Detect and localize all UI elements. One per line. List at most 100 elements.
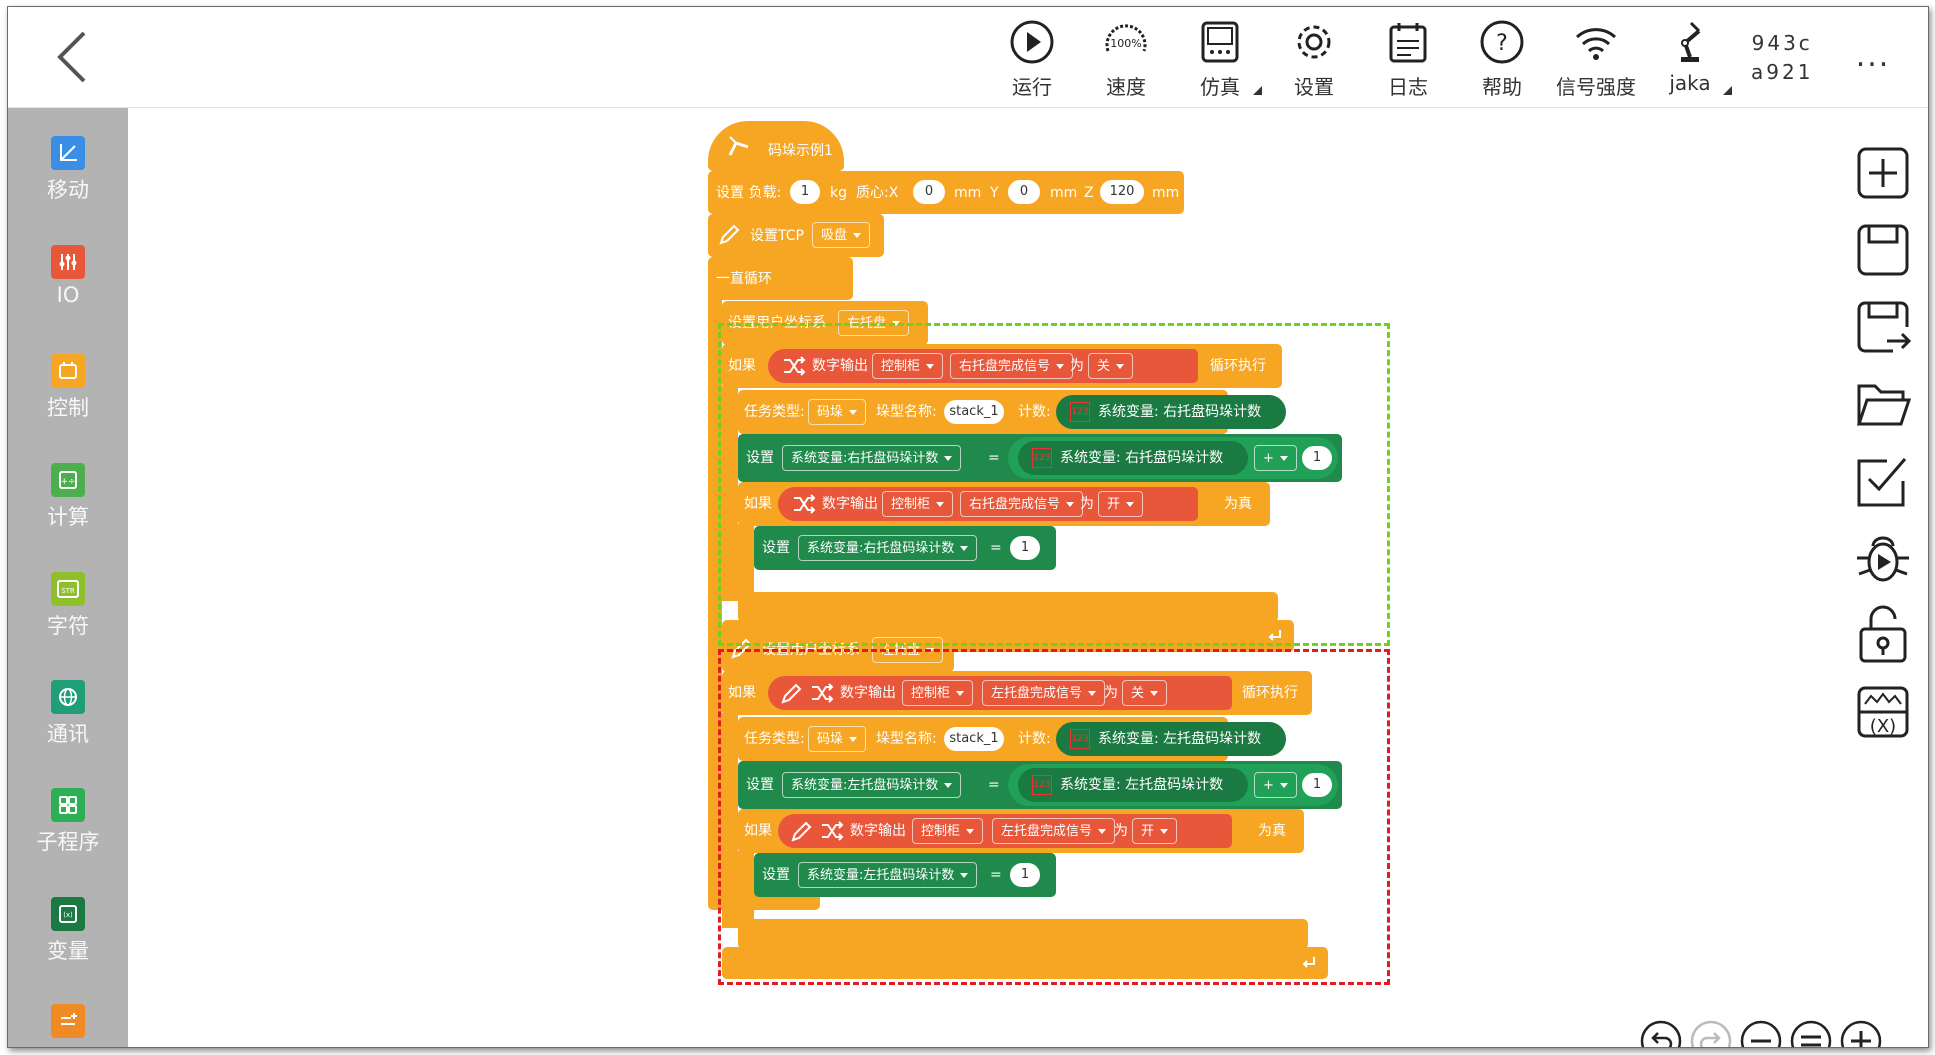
state-dropdown[interactable]: 关 bbox=[1122, 680, 1168, 706]
variable-monitor-icon[interactable]: (X) bbox=[1853, 682, 1913, 742]
variable-dropdown[interactable]: 系统变量:右托盘码垛计数 bbox=[798, 535, 978, 561]
sidebar-item-subprogram[interactable]: 子程序 bbox=[8, 788, 128, 888]
sidebar-item-string[interactable]: STR 字符 bbox=[8, 572, 128, 672]
increment-value-input[interactable]: 1 bbox=[1302, 773, 1332, 797]
sidebar-item-more[interactable] bbox=[8, 1004, 128, 1044]
set-variable-reset-left[interactable]: 设置 系统变量:左托盘码垛计数 = 1 bbox=[754, 853, 1056, 897]
increment-value-input[interactable]: 1 bbox=[1302, 446, 1332, 470]
set-payload-block[interactable]: 设置 负载: 1 kg 质心:X 0 mm Y 0 mm Z 120 mm bbox=[708, 171, 1184, 214]
task-type-dropdown[interactable]: 码垛 bbox=[808, 399, 867, 425]
cabinet-dropdown[interactable]: 控制柜 bbox=[872, 353, 944, 379]
if-block-left[interactable]: 如果 数字输出 控制柜 左托盘完成信号 为 开 为真 bbox=[738, 809, 1304, 853]
back-arrow-icon[interactable] bbox=[48, 29, 98, 85]
while-block-left[interactable]: 如果 数字输出 控制柜 左托盘完成信号 为 关 循环执行 bbox=[722, 671, 1312, 715]
signal-strength-button[interactable]: 信号强度 bbox=[1554, 19, 1638, 103]
number-icon: 123 bbox=[1032, 775, 1052, 795]
sidebar-item-variable[interactable]: (x) 变量 bbox=[8, 897, 128, 997]
com-z-input[interactable]: 120 bbox=[1100, 180, 1144, 204]
checklist-icon[interactable] bbox=[1853, 451, 1913, 511]
operator-dropdown[interactable]: + bbox=[1254, 772, 1297, 798]
increment-expression[interactable]: 123 系统变量: 右托盘码垛计数 + 1 bbox=[1008, 437, 1338, 479]
if-label-inner: 如果 bbox=[744, 496, 772, 512]
sidebar-item-control[interactable]: 控制 bbox=[8, 354, 128, 454]
signal-dropdown[interactable]: 右托盘完成信号 bbox=[950, 353, 1074, 379]
task-type-dropdown[interactable]: 码垛 bbox=[808, 726, 867, 752]
sysvar-ref[interactable]: 123 系统变量: 右托盘码垛计数 bbox=[1018, 441, 1248, 475]
cabinet-dropdown[interactable]: 控制柜 bbox=[882, 491, 954, 517]
if-label-inner: 如果 bbox=[744, 823, 772, 839]
reset-value-input[interactable]: 1 bbox=[1010, 863, 1040, 887]
sidebar-item-io[interactable]: IO bbox=[8, 245, 128, 345]
reset-value-input[interactable]: 1 bbox=[1010, 536, 1040, 560]
set-variable-increment-left[interactable]: 设置 系统变量:左托盘码垛计数 = 123 系统变量: 左托盘码垛计数 + 1 bbox=[738, 761, 1342, 809]
variable-dropdown[interactable]: 系统变量:左托盘码垛计数 bbox=[798, 862, 978, 888]
cabinet-dropdown[interactable]: 控制柜 bbox=[902, 680, 974, 706]
cabinet-dropdown[interactable]: 控制柜 bbox=[912, 818, 984, 844]
state-dropdown[interactable]: 关 bbox=[1088, 353, 1134, 379]
program-canvas[interactable]: 码垛示例1 设置 负载: 1 kg 质心:X 0 mm Y 0 mm Z 120… bbox=[128, 108, 1928, 1047]
set-tcp-block[interactable]: 设置TCP 吸盘 bbox=[708, 214, 884, 257]
sidebar-label-calculate: 计算 bbox=[47, 505, 89, 529]
settings-button[interactable]: 设置 bbox=[1272, 19, 1356, 103]
pencil-icon bbox=[719, 224, 740, 245]
debug-icon[interactable] bbox=[1853, 528, 1913, 588]
undo-icon[interactable] bbox=[1640, 1020, 1682, 1048]
simulation-button[interactable]: 仿真 bbox=[1178, 19, 1262, 103]
equals-label: = bbox=[990, 867, 1002, 883]
stack-name-input[interactable]: stack_1 bbox=[944, 400, 1004, 424]
sidebar-label-communication: 通讯 bbox=[47, 722, 89, 746]
add-icon[interactable] bbox=[1853, 143, 1913, 203]
if-label: 如果 bbox=[728, 685, 756, 701]
reset-zoom-icon[interactable] bbox=[1790, 1020, 1832, 1048]
sysvar-count-left[interactable]: 123 系统变量: 左托盘码垛计数 bbox=[1056, 722, 1286, 756]
operator-dropdown[interactable]: + bbox=[1254, 445, 1297, 471]
forever-loop-block[interactable]: 一直循环 bbox=[708, 257, 853, 300]
digital-output-condition[interactable]: 数字输出 控制柜 右托盘完成信号 为 关 bbox=[768, 349, 1198, 383]
unlock-icon[interactable] bbox=[1853, 605, 1913, 665]
help-button[interactable]: ? 帮助 bbox=[1460, 19, 1544, 103]
variable-dropdown[interactable]: 系统变量:左托盘码垛计数 bbox=[782, 772, 962, 798]
if-block-right[interactable]: 如果 数字输出 控制柜 右托盘完成信号 为 开 为真 bbox=[738, 482, 1270, 526]
variable-dropdown[interactable]: 系统变量:右托盘码垛计数 bbox=[782, 445, 962, 471]
signal-dropdown[interactable]: 左托盘完成信号 bbox=[992, 818, 1116, 844]
signal-dropdown[interactable]: 右托盘完成信号 bbox=[960, 491, 1084, 517]
tcp-dropdown[interactable]: 吸盘 bbox=[812, 222, 871, 248]
run-button[interactable]: 运行 bbox=[990, 19, 1074, 103]
set-variable-reset-right[interactable]: 设置 系统变量:右托盘码垛计数 = 1 bbox=[754, 526, 1056, 570]
signal-dropdown[interactable]: 左托盘完成信号 bbox=[982, 680, 1106, 706]
digital-output-condition-inner[interactable]: 数字输出 控制柜 左托盘完成信号 为 开 bbox=[778, 814, 1232, 848]
speed-button[interactable]: 100% 速度 bbox=[1084, 19, 1168, 103]
wifi-icon bbox=[1575, 28, 1617, 60]
sidebar-item-communication[interactable]: 通讯 bbox=[8, 680, 128, 780]
zoom-in-icon[interactable] bbox=[1840, 1020, 1882, 1048]
svg-text:STR: STR bbox=[61, 587, 75, 595]
robot-button[interactable]: jaka bbox=[1648, 19, 1732, 103]
open-folder-icon[interactable] bbox=[1853, 374, 1913, 434]
com-y-input[interactable]: 0 bbox=[1008, 180, 1040, 204]
save-as-icon[interactable] bbox=[1853, 297, 1913, 357]
sidebar-label-string: 字符 bbox=[47, 614, 89, 638]
set-variable-increment-right[interactable]: 设置 系统变量:右托盘码垛计数 = 123 系统变量: 右托盘码垛计数 + 1 bbox=[738, 434, 1342, 482]
palletizing-task-left[interactable]: 任务类型: 码垛 垛型名称: stack_1 计数: 123 系统变量: 左托盘… bbox=[738, 717, 1286, 761]
digital-output-condition-inner[interactable]: 数字输出 控制柜 右托盘完成信号 为 开 bbox=[778, 487, 1198, 521]
more-options-icon[interactable]: ... bbox=[1855, 39, 1891, 74]
save-icon[interactable] bbox=[1853, 220, 1913, 280]
while-block-right[interactable]: 如果 数字输出 控制柜 右托盘完成信号 为 关 循环执行 bbox=[722, 344, 1282, 388]
redo-icon[interactable] bbox=[1690, 1020, 1732, 1048]
stack-name-input[interactable]: stack_1 bbox=[944, 727, 1004, 751]
state-dropdown[interactable]: 开 bbox=[1098, 491, 1144, 517]
payload-mass-input[interactable]: 1 bbox=[790, 180, 820, 204]
digital-output-condition[interactable]: 数字输出 控制柜 左托盘完成信号 为 关 bbox=[768, 676, 1232, 710]
increment-expression[interactable]: 123 系统变量: 左托盘码垛计数 + 1 bbox=[1008, 764, 1338, 806]
sidebar-item-move[interactable]: 移动 bbox=[8, 136, 128, 236]
palletizing-task-right[interactable]: 任务类型: 码垛 垛型名称: stack_1 计数: 123 系统变量: 右托盘… bbox=[738, 390, 1286, 434]
log-button[interactable]: 日志 bbox=[1366, 19, 1450, 103]
com-x-input[interactable]: 0 bbox=[913, 180, 945, 204]
zoom-out-icon[interactable] bbox=[1740, 1020, 1782, 1048]
sysvar-count-right[interactable]: 123 系统变量: 右托盘码垛计数 bbox=[1056, 395, 1286, 429]
sidebar-item-calculate[interactable]: +÷ 计算 bbox=[8, 463, 128, 563]
sysvar-ref[interactable]: 123 系统变量: 左托盘码垛计数 bbox=[1018, 768, 1248, 802]
shuffle-icon bbox=[812, 683, 834, 703]
state-dropdown[interactable]: 开 bbox=[1132, 818, 1178, 844]
program-title-block[interactable]: 码垛示例1 bbox=[708, 121, 844, 171]
